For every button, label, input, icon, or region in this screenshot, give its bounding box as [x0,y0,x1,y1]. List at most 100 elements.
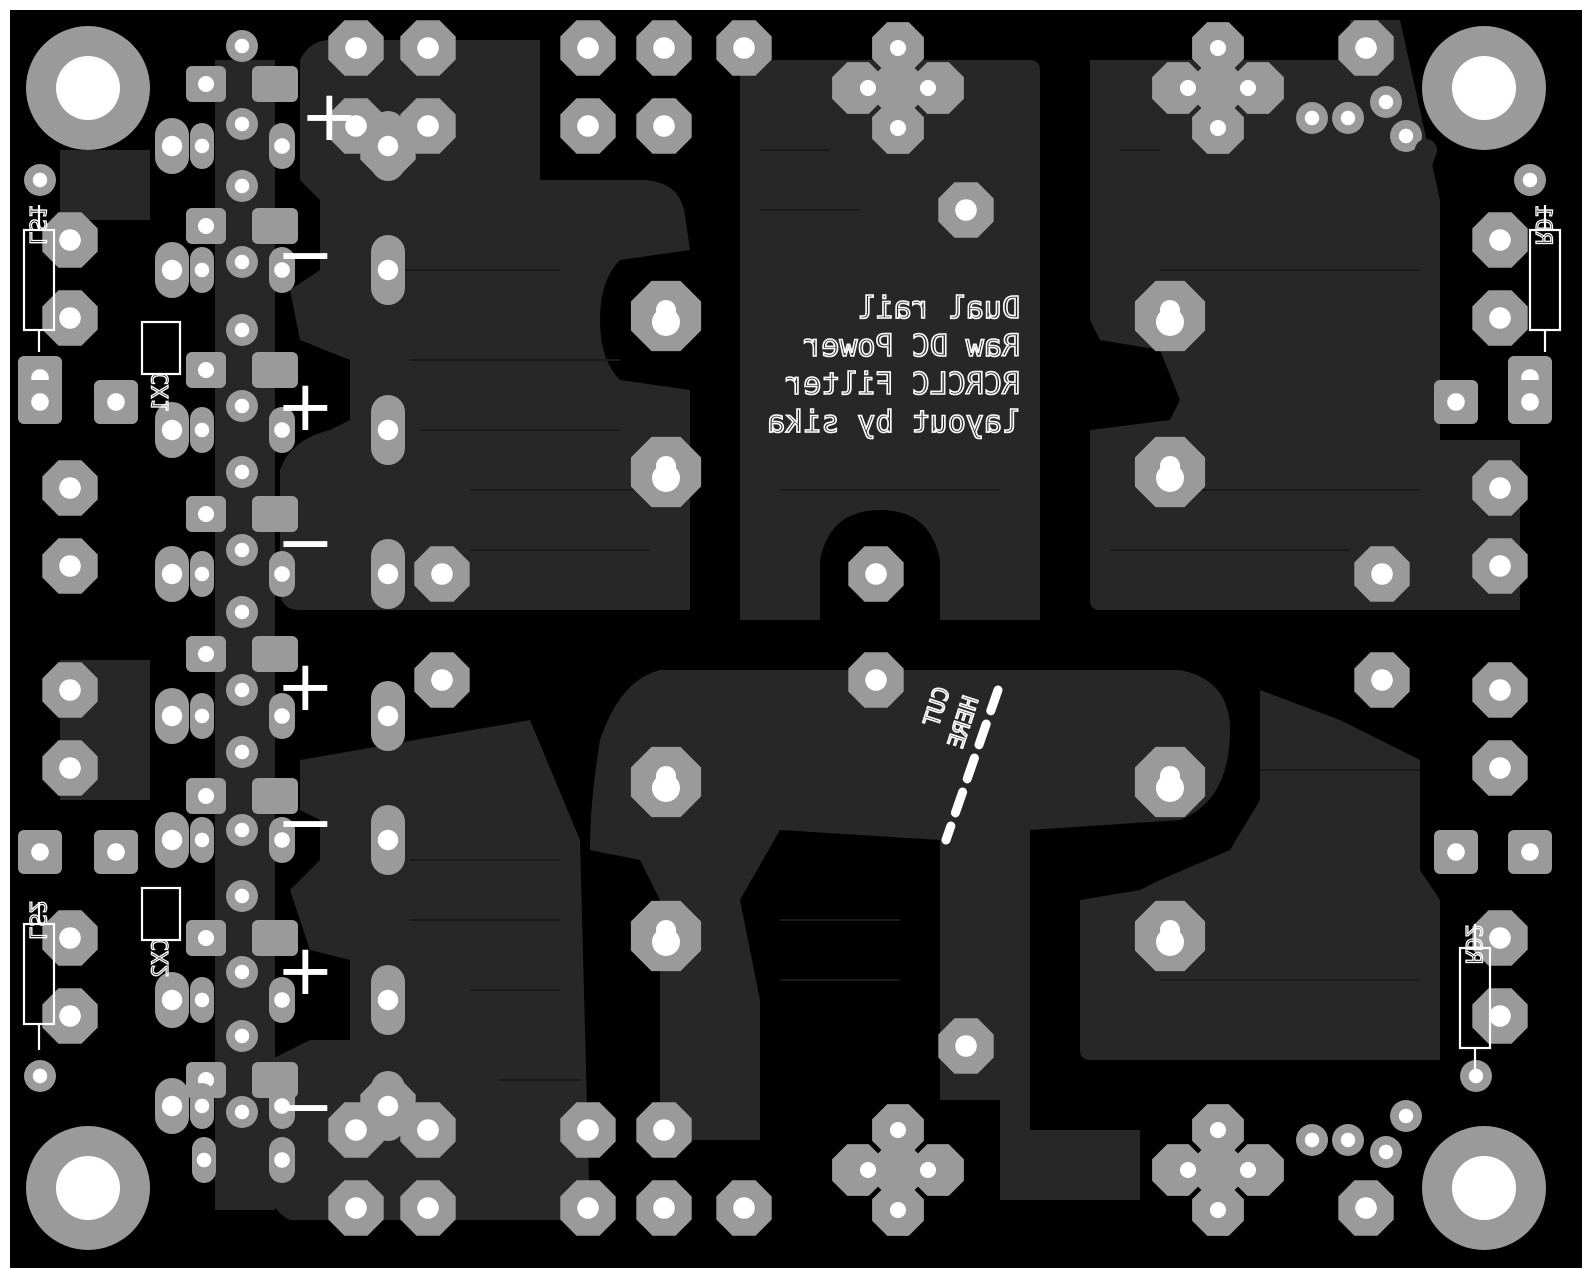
pad-36 [832,1144,884,1196]
drill-155 [274,992,290,1008]
drill-55 [59,477,81,499]
drill-137 [161,419,183,441]
polarity-plus-4: + [276,929,335,1011]
pad-43 [1232,1144,1284,1196]
pad-27 [872,62,924,114]
drill-72 [865,669,887,691]
pad-41 [1152,1144,1204,1196]
drill-10 [653,115,675,137]
drill-148 [377,705,399,727]
drill-97 [1378,94,1394,110]
drill-133 [161,259,183,281]
pad-124 [252,778,298,814]
drill-74 [1371,669,1393,691]
cut-line [941,685,1003,845]
drill-75 [32,172,48,188]
drill-85 [234,464,250,480]
drill-61 [1489,229,1511,251]
drill-152 [377,829,399,851]
ls1-label: LS1 [24,205,49,245]
drill-84 [234,398,250,414]
pad-38 [912,1144,964,1196]
drill-7 [345,115,367,137]
drill-81 [234,178,250,194]
drill-144 [377,563,399,585]
pad-126 [252,920,298,956]
drill-20 [577,1197,599,1219]
drill-59 [59,927,81,949]
copper-detail-lines [400,149,1420,1081]
pad-33 [1232,62,1284,114]
drill-24 [955,1035,977,1057]
drill-108 [1447,843,1465,861]
drill-8 [417,115,439,137]
drill-66 [1489,757,1511,779]
polarity-minus-4: − [276,1065,335,1147]
cx1-outline [140,320,182,376]
pad-120 [252,496,298,532]
silkscreen-layer: + − + − + − + − CX1 CX2 LS1 LS2 RD1 RD2 … [22,75,1562,1147]
drill-98 [1398,128,1414,144]
drill-136 [377,259,399,281]
pad-114 [252,66,298,102]
polarity-minus-2: − [276,501,335,583]
drill-5 [733,37,755,59]
drill-95 [1304,110,1320,126]
drill-141 [161,563,183,585]
drill-16 [653,1119,675,1141]
polarity-minus-1: − [276,213,335,295]
drill-135 [274,262,290,278]
drill-139 [274,422,290,438]
drill-110 [1521,843,1539,861]
drill-130 [194,138,210,154]
drill-15 [577,1119,599,1141]
title-line-4: layout by sika [767,405,1020,440]
drill-151 [274,832,290,848]
drill-19 [417,1197,439,1219]
polarity-plus-3: + [276,645,335,727]
drill-1 [345,37,367,59]
drill-93 [234,1028,250,1044]
drill-79 [234,38,250,54]
drill-73 [1371,563,1393,585]
drill-106 [107,843,125,861]
drill-4 [653,37,675,59]
drill-3 [577,37,599,59]
drill-70 [431,669,453,691]
title-line-1: Dual rail [857,291,1020,326]
drill-56 [59,555,81,577]
copper-layer [60,20,1520,1220]
drill-107 [1447,393,1465,411]
drill-53 [59,229,81,251]
pad-122 [252,636,298,672]
pad-28 [912,62,964,114]
drill-82 [234,254,250,270]
drill-76 [32,1068,48,1084]
drill-62 [1489,307,1511,329]
drill-102 [1398,1108,1414,1124]
drill-2 [417,37,439,59]
drill-67 [1489,927,1511,949]
drill-160 [377,1095,399,1117]
drill-92 [234,964,250,980]
drill-64 [1489,555,1511,577]
pad-32 [1192,62,1244,114]
drill-99 [1304,1132,1320,1148]
pad-37 [872,1144,924,1196]
drill-147 [274,708,290,724]
pad-layer [18,20,1552,1236]
drill-63 [1489,477,1511,499]
drill-87 [234,604,250,620]
polarity-plus-1: + [300,75,359,157]
drill-129 [161,135,183,157]
drill-77 [1522,172,1538,188]
drill-101 [1378,1144,1394,1160]
drill-143 [274,566,290,582]
pad-42 [1192,1144,1244,1196]
drill-78 [1468,1068,1484,1084]
polarity-minus-3: − [276,781,335,863]
drill-68 [1489,1005,1511,1027]
drill-54 [59,307,81,329]
drill-156 [377,989,399,1011]
